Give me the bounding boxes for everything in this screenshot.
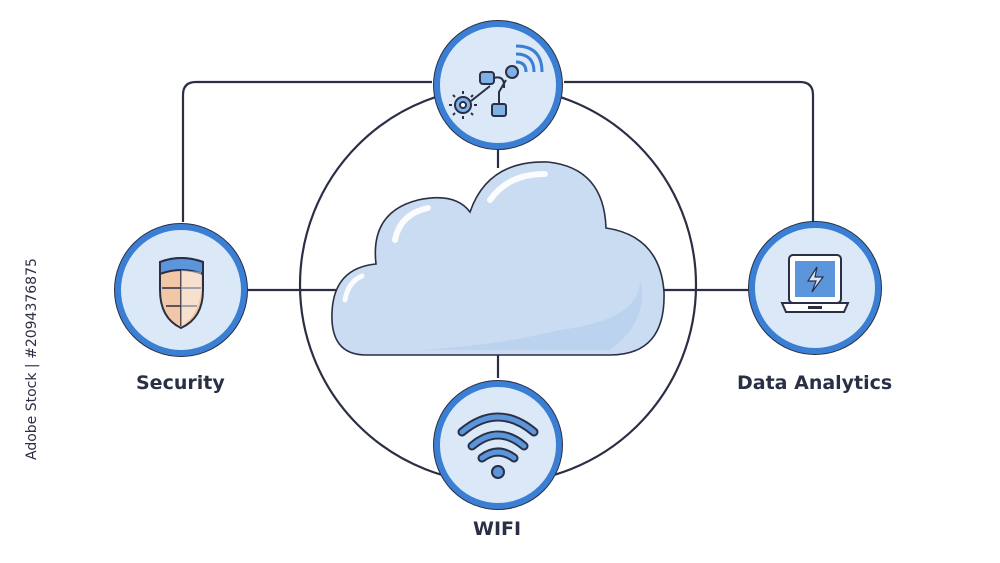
left-node bbox=[114, 223, 248, 357]
right-node bbox=[748, 221, 882, 355]
bottom-node bbox=[433, 380, 563, 510]
network-gear-icon bbox=[449, 44, 544, 119]
shield-icon bbox=[159, 257, 204, 330]
wifi-icon bbox=[457, 412, 539, 479]
label-data-analytics: Data Analytics bbox=[737, 372, 893, 394]
label-wifi: WIFI bbox=[473, 518, 522, 540]
connector-right-top bbox=[564, 80, 815, 222]
label-security: Security bbox=[136, 372, 225, 394]
connector-left-top bbox=[181, 80, 432, 222]
top-node bbox=[433, 20, 563, 150]
cloud-icon bbox=[331, 161, 665, 356]
stock-id-text: Adobe Stock | #2094376875 bbox=[24, 258, 40, 460]
laptop-bolt-icon bbox=[780, 254, 850, 313]
